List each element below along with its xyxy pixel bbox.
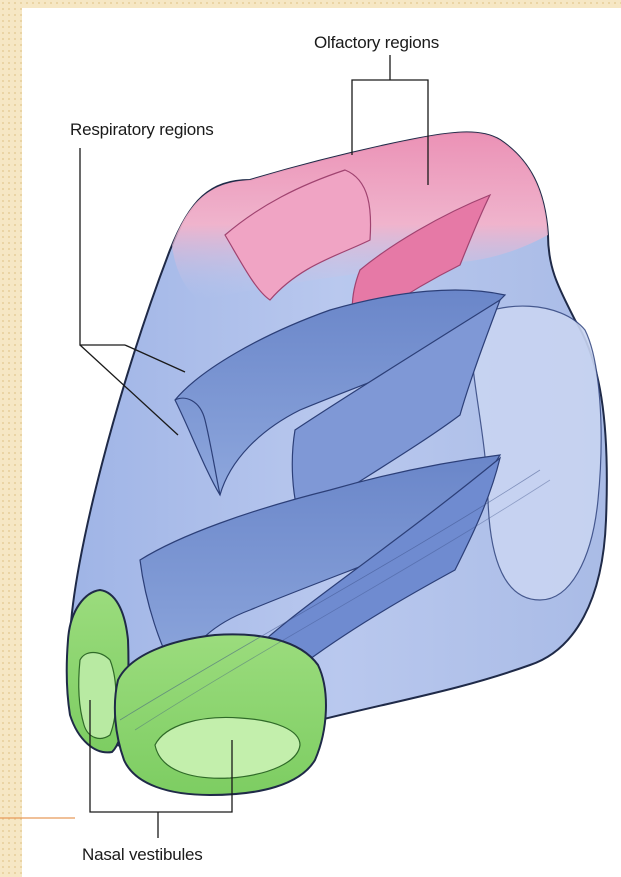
nasal-vestibule-left-opening <box>79 653 116 739</box>
nasal-vestibules-label: Nasal vestibules <box>82 845 203 865</box>
respiratory-regions-label: Respiratory regions <box>70 120 214 140</box>
respiratory-leader <box>80 148 125 345</box>
olfactory-regions-label: Olfactory regions <box>314 33 439 53</box>
